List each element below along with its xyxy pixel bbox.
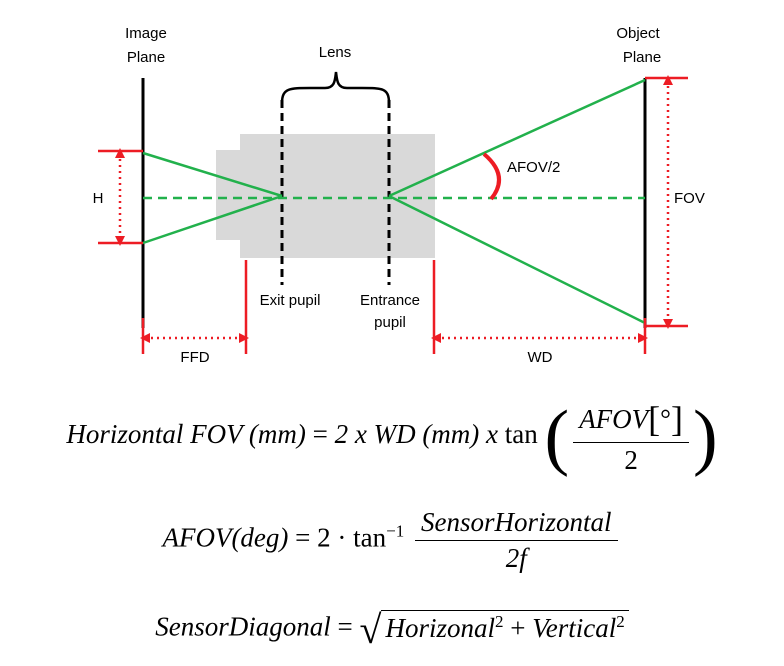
h-label: H (93, 190, 104, 207)
eq1-paren-open: ( (544, 396, 570, 478)
eq1-denominator: 2 (624, 445, 638, 475)
eq1-tan: tan (504, 419, 538, 450)
eq2-lhs: AFOV(deg) (162, 522, 289, 553)
lens-label: Lens (319, 44, 352, 61)
eq1-bracket-close: ] (670, 399, 683, 439)
ray-object-top (388, 78, 646, 198)
eq1-bracket-open: [ (648, 399, 661, 439)
eq3-lhs: SensorDiagonal (155, 611, 331, 642)
eq3-radical: √ (359, 607, 382, 652)
ffd-label: FFD (180, 349, 209, 366)
eq1-degree-unit: ° (660, 404, 671, 434)
equation-sensor-diagonal: SensorDiagonal = √Horizonal2 + Vertical2 (0, 606, 784, 653)
fov-label: FOV (674, 190, 705, 207)
entrance-pupil-label-line2: pupil (374, 314, 406, 331)
wd-label: WD (528, 349, 553, 366)
eq2-denominator: 2f (505, 543, 527, 573)
eq3-exp2: 2 (616, 612, 625, 631)
eq1-fraction: AFOV[°] 2 (573, 398, 689, 476)
eq2-numerator: SensorHorizontal (414, 507, 618, 541)
object-plane-label-line1: Object (616, 25, 660, 42)
exit-pupil-label: Exit pupil (260, 292, 321, 309)
object-plane-label-line2: Plane (623, 49, 661, 66)
image-plane-label-line2: Plane (127, 49, 165, 66)
eq3-term2: Vertical (532, 613, 617, 643)
optics-diagram: Image Plane Object Plane Lens H AFOV/2 F… (93, 25, 705, 366)
eq3-sqrt: √Horizonal2 + Vertical2 (360, 606, 629, 653)
eq2-exponent: −1 (386, 521, 405, 541)
eq2-equals: = (295, 522, 311, 553)
lens-brace (280, 71, 391, 104)
eq3-equals: = (337, 611, 353, 642)
eq3-exp1: 2 (495, 612, 504, 631)
afov-half-arc (482, 152, 501, 201)
equation-horizontal-fov: Horizontal FOV (mm) = 2 x WD (mm) x tan … (0, 398, 784, 476)
eq1-lhs: Horizontal FOV (mm) (66, 419, 306, 450)
eq3-term1: Horizonal (385, 613, 495, 643)
ray-image-bottom (142, 194, 283, 245)
eq3-plus: + (510, 613, 526, 643)
eq1-paren-close: ) (692, 396, 718, 478)
lens-body (240, 134, 435, 258)
afov-half-label: AFOV/2 (507, 159, 560, 176)
ray-image-top (142, 151, 283, 198)
ray-object-bottom (388, 194, 646, 325)
entrance-pupil-label-line1: Entrance (360, 292, 420, 309)
image-plane-label-line1: Image (125, 25, 167, 42)
eq2-coef: 2 · tan (317, 522, 387, 553)
eq1-rhs-prefix: 2 x WD (mm) x (334, 419, 499, 450)
eq1-numerator: AFOV (579, 404, 649, 434)
eq1-equals: = (312, 419, 328, 450)
